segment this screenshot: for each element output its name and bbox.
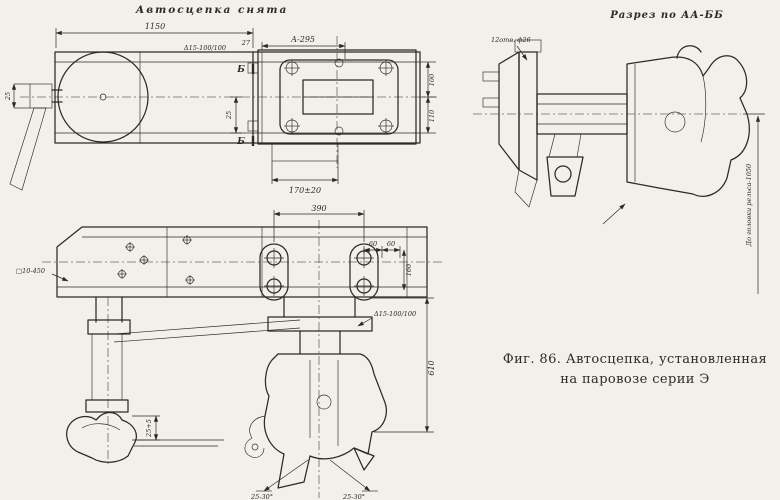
coupler-head-installed bbox=[113, 296, 387, 489]
dim-1150: 1150 bbox=[145, 22, 165, 31]
draft-gear-plan bbox=[247, 49, 417, 145]
angle-right: 25-30° bbox=[342, 493, 365, 500]
view-title-coupler-removed: Автосцепка снята bbox=[135, 4, 289, 16]
rail-head-dim: До головки рельса-1050 bbox=[745, 164, 753, 247]
plate-note: □10-450 bbox=[16, 267, 45, 275]
dim-a295: А-295 bbox=[290, 35, 315, 44]
view-coupler-removed: Автосцепка снята bbox=[4, 4, 438, 195]
surface-finish-mark-top: Δ15-100/100 bbox=[183, 44, 226, 52]
section-drawing: До головки рельса-1050 bbox=[473, 39, 765, 294]
figure-caption-line2: на паровозе серии Э bbox=[560, 371, 710, 387]
dim-25-left: 25 bbox=[4, 92, 12, 101]
beam-drawing bbox=[20, 36, 438, 168]
figure-caption-line1: Фиг. 86. Автосцепка, установленная bbox=[502, 352, 768, 367]
dim-610: 610 bbox=[427, 360, 436, 375]
dimensions-bottom: □10-450 390 60 60 160 Δ15-100/100 bbox=[16, 204, 436, 500]
section-mark-b-bottom: Б bbox=[236, 137, 245, 147]
view-section-aa-bb: Разрез по АА-ББ 12отв. ф26 bbox=[473, 10, 765, 294]
section-mark-b-top: Б bbox=[236, 65, 245, 75]
dim-100-right: 100 bbox=[428, 74, 436, 86]
dim-60-a: 60 bbox=[369, 240, 377, 248]
view-coupler-installed: □10-450 390 60 60 160 Δ15-100/100 bbox=[16, 204, 442, 500]
dim-27: 27 bbox=[241, 39, 251, 47]
dim-25-mid: 25 bbox=[225, 111, 233, 120]
dim-25-5: 25+5 bbox=[145, 419, 153, 438]
section-marks-b: Б Б bbox=[236, 64, 255, 147]
surface-finish-mark-bottom: Δ15-100/100 bbox=[373, 310, 416, 318]
left-support-and-rail bbox=[66, 296, 224, 463]
holes-note: 12отв. ф26 bbox=[491, 36, 531, 44]
dim-60-b: 60 bbox=[387, 240, 395, 248]
figure-caption: Фиг. 86. Автосцепка, установленная на па… bbox=[492, 350, 778, 389]
beam-installed bbox=[42, 220, 442, 498]
dim-170: 170±20 bbox=[289, 186, 321, 195]
dim-390: 390 bbox=[311, 204, 326, 213]
dim-110-right: 110 bbox=[428, 110, 436, 122]
uncoupling-lever bbox=[9, 83, 63, 191]
angle-left: 25-30° bbox=[250, 493, 273, 500]
view-title-section: Разрез по АА-ББ bbox=[609, 10, 724, 21]
dim-160: 160 bbox=[405, 264, 413, 276]
dimensions-top-left: 1150 А-295 27 Δ15-100/100 25 25 170±20 bbox=[4, 22, 436, 195]
